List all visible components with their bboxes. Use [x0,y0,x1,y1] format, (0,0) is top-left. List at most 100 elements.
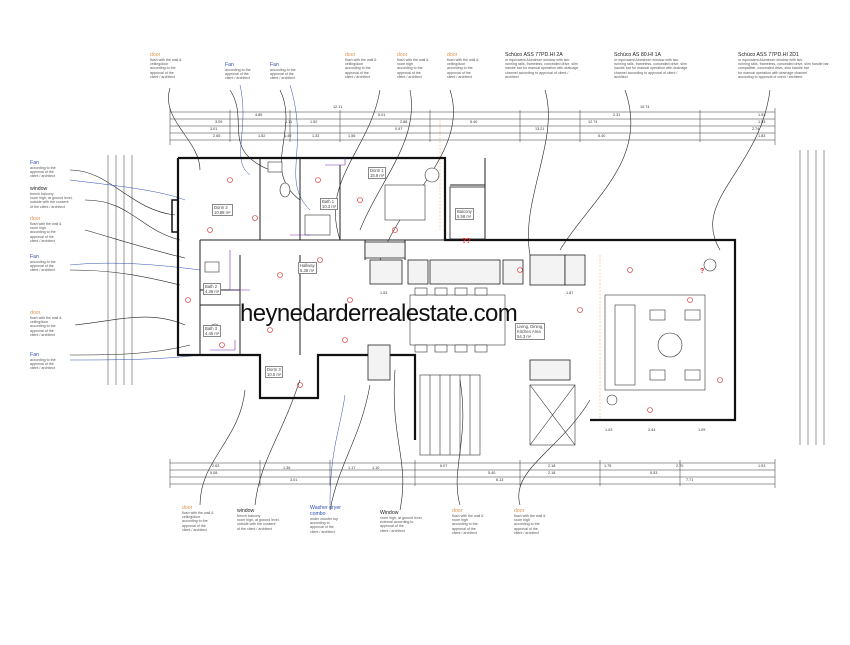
dining-table [409,287,506,353]
note-body: french balcony room high, at ground leve… [237,514,280,531]
dimension-label: 5.53 [650,471,658,475]
dimension-label: 2.31 [613,113,621,117]
dimension-label: 1.53 [380,291,388,295]
room-label-balcony: Balcony 5.58 m² [455,208,474,220]
note-body: according to the approval of the client … [30,358,56,371]
blue-leader-lines [69,84,346,506]
note-body: flush with the wall & ceiling/door accor… [30,316,62,337]
note-body: room high, at ground level, external acc… [380,516,423,533]
dimension-label: 1.53 [758,120,766,124]
note-title: door [447,52,458,58]
room-label-dorm-2: Dorm 2 10.88 m² [212,204,233,216]
dimension-label: 3.01 [290,478,298,482]
dimension-label: 1.49 [284,134,292,138]
note-title: Window [380,510,399,516]
side-dimension-lines [107,150,825,445]
dimension-label: 10.74 [640,105,650,109]
dimension-label: 2.18 [548,464,556,468]
dimension-label: 1.32 [312,134,320,138]
dimension-label: 4.85 [255,113,263,117]
kitchen [364,241,586,381]
dimension-label: 12.74 [588,120,598,124]
balcony-outline [449,186,486,240]
note-body: flush with the wall & room high accordin… [514,514,546,535]
room-label-hallway: Hallway 5.38 m² [298,262,317,274]
dimension-label: 2.74 [752,127,760,131]
note-title: door [150,52,161,58]
dimension-label: 2.88 [400,120,408,124]
dimension-label: 6.13 [496,478,504,482]
room-label-dorm-3: Dorm 3 10.5 m² [265,366,284,378]
note-body: french balcony room high, at ground leve… [30,192,73,209]
note-title: Schüco AS 80.HI 1A [614,52,662,58]
living-furniture [604,258,717,406]
note-title: door [514,508,525,514]
room-label-bath-1: Bath 1 10.3 m² [320,198,339,210]
stairs [419,374,576,456]
dimension-label: 2.18 [548,471,556,475]
note-title: door [345,52,356,58]
watermark-text: heynedarderrealestate.com [240,300,518,327]
bath-fixtures [204,161,440,337]
dimension-label: 12.11 [333,105,343,109]
note-title: Schüco ASS 77PD.HI 2D1 [738,52,799,58]
note-title: Fan [30,254,39,260]
note-body: flush with the wall & room high accordin… [452,514,484,535]
electrical-markers [185,177,723,413]
dimension-label: 6.07 [440,464,448,468]
dimension-label: 5.40 [470,120,478,124]
note-body: flush with the wall & room high accordin… [30,222,62,243]
dimension-label: 1.03 [605,428,613,432]
note-title: door [30,310,41,316]
note-body: according to the approval of the client … [30,166,56,179]
note-title: window [30,186,48,192]
note-body: according to the approval of the client … [270,68,296,81]
note-title: Fan [30,352,39,358]
top-dimension-lines [169,108,776,145]
note-title: door [30,216,41,222]
note-title: Schüco ASS 77PD.HI 2A [505,52,563,58]
note-title: window [237,508,255,514]
note-body: flush with the wall & ceiling/door accor… [150,58,182,79]
room-label-living-area: Living, Dining, Kitchen Area 54.3 m² [515,323,546,340]
dimension-label: 5.08 [210,471,218,475]
note-title: Fan [225,62,234,68]
wiring [210,158,346,351]
note-body: flush with the wall & room high accordin… [397,58,429,79]
note-title: Fan [30,160,39,166]
note-body: or equivalent Aluminum window with two r… [614,58,688,79]
note-body: under counter top according to approval … [310,517,339,534]
red-question-mark: ?? [462,238,471,245]
dimension-label: 5.01 [378,113,386,117]
dimension-label: 1.36 [283,466,291,470]
note-body: according to the approval of the client … [30,260,56,273]
note-body: flush with the wall & ceiling/door accor… [182,511,214,532]
red-question-mark: ? [700,268,705,275]
note-title: Fan [270,62,279,68]
dimension-label: 1.56 [348,134,356,138]
dimension-label: 5.40 [488,471,496,475]
dimension-label: 13.21 [535,127,545,131]
note-title: door [452,508,463,514]
dimension-label: 2.44 [648,428,656,432]
dimension-label: 5.40 [598,134,606,138]
room-label-bath-2: Bath 2 4.36 m² [203,283,222,295]
note-title: Washer dryer combo [310,505,341,517]
note-body: flush with the wall & ceiling/door accor… [345,58,377,79]
dimension-label: 1.75 [604,464,612,468]
